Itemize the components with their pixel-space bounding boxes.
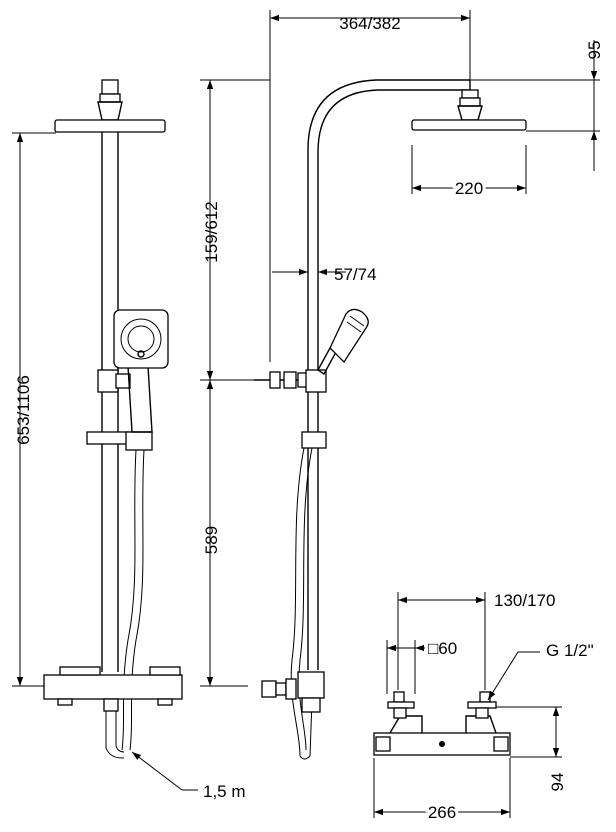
thermostat-detail-view: 130/170 □60 G 1/2" 94 266 <box>373 591 594 825</box>
dim-body-square: □60 <box>428 639 457 658</box>
dim-total-height: 653/1106 <box>14 375 33 445</box>
dim-body-width: 266 <box>428 803 456 822</box>
side-view: 364/382 95 220 159/612 589 57/74 <box>200 10 604 760</box>
dim-lower-height: 589 <box>202 526 221 554</box>
dim-center-distance: 130/170 <box>494 591 555 610</box>
dim-head-height: 95 <box>585 41 604 60</box>
side-thermostat <box>297 671 325 699</box>
dim-body-height: 94 <box>548 773 567 792</box>
front-thermostat <box>43 674 183 700</box>
front-view: 653/1106 1,5 m <box>12 79 246 801</box>
side-hand-shower <box>329 308 369 364</box>
side-shower-head <box>411 119 527 131</box>
dim-arm-height: 159/612 <box>202 201 221 262</box>
dim-thread: G 1/2" <box>546 641 594 660</box>
dim-head-width: 220 <box>455 179 483 198</box>
dim-hose-length: 1,5 m <box>203 782 246 801</box>
dim-wall-offset: 57/74 <box>334 265 377 284</box>
dim-arm-reach: 364/382 <box>339 14 400 33</box>
front-shower-head <box>54 119 166 133</box>
